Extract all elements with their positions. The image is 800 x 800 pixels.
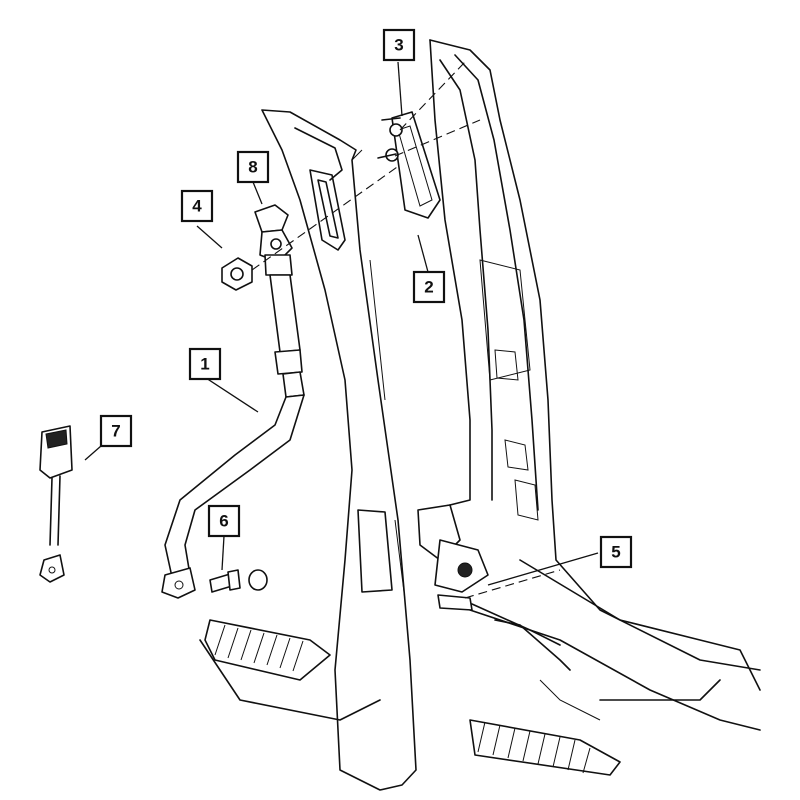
callout-6: 6 [207, 504, 241, 538]
callout-4-label: 4 [192, 197, 202, 216]
callout-2-label: 2 [424, 278, 433, 297]
callout-4: 4 [180, 189, 214, 223]
d-ring-turning-loop [254, 204, 293, 263]
callout-8: 8 [236, 150, 270, 184]
cover-cap [248, 569, 268, 591]
callout-7: 7 [99, 414, 133, 448]
callout-7-label: 7 [111, 422, 120, 441]
right-sill-scuff-plate [469, 719, 621, 776]
callout-1-label: 1 [200, 355, 209, 374]
callout-5-label: 5 [611, 543, 620, 562]
anchor-nut [221, 257, 253, 291]
callout-2: 2 [412, 270, 446, 304]
callout-3: 3 [382, 28, 416, 62]
callout-8-label: 8 [248, 158, 257, 177]
left-sill-scuff-plate [199, 619, 381, 721]
callout-1: 1 [188, 347, 222, 381]
seat-belt-buckle [39, 425, 73, 583]
b-pillar-trim-panel [261, 109, 417, 791]
pillar-anchor-assembly [417, 504, 561, 646]
height-adjuster-bracket [377, 111, 441, 219]
callout-3-label: 3 [394, 36, 403, 55]
seat-belt-webbing-assembly [161, 254, 305, 599]
callout-6-label: 6 [219, 512, 228, 531]
body-pillar-structure [429, 39, 761, 731]
callout-leaders [84, 61, 599, 586]
anchor-bolt [209, 569, 241, 593]
installation-guide-lines [251, 61, 561, 599]
callout-5: 5 [599, 535, 633, 569]
